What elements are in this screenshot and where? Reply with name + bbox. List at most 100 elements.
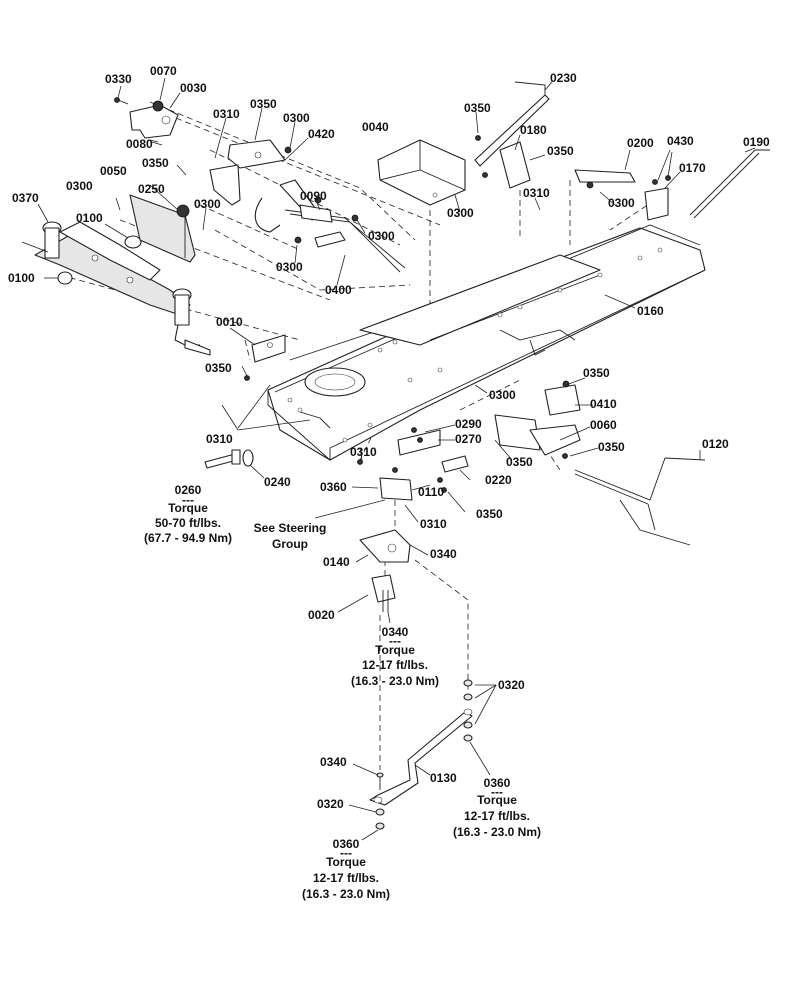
callout-0250: 0250 (138, 182, 165, 196)
callout-0300: 0300 (608, 196, 635, 210)
steering-plate (359, 529, 411, 612)
callout-0400: 0400 (325, 283, 352, 297)
callout-0190: 0190 (743, 135, 770, 149)
bumper-plate (129, 194, 196, 263)
note-metric: (16.3 - 23.0 Nm) (453, 825, 541, 839)
note-metric: (67.7 - 94.9 Nm) (144, 531, 232, 545)
rear-linkage (574, 149, 770, 221)
callout-0010: 0010 (216, 315, 243, 329)
note-separator: --- (182, 493, 194, 507)
see-steering-note: See Steering Group (254, 521, 327, 551)
callout-0340: 0340 (320, 755, 347, 769)
steering-support (357, 427, 469, 501)
callout-0240: 0240 (264, 475, 291, 489)
callout-0300: 0300 (283, 111, 310, 125)
front-bracket (244, 334, 286, 381)
note-label: Torque (477, 793, 517, 807)
pedal-linkage (209, 139, 406, 273)
callout-0090: 0090 (300, 189, 327, 203)
callout-0200: 0200 (627, 136, 654, 150)
note-separator: --- (389, 634, 401, 648)
note-number: 0260 (175, 483, 202, 497)
note-number: 0360 (333, 837, 360, 851)
callout-0020: 0020 (308, 608, 335, 622)
lift-lever (474, 81, 550, 189)
torque-note-0260: 0260 --- Torque 50-70 ft/lbs. (67.7 - 94… (144, 483, 232, 545)
front-axle (21, 221, 211, 356)
note-label: Torque (326, 855, 366, 869)
callout-0310: 0310 (420, 517, 447, 531)
torque-note-0340: 0340 --- Torque 12-17 ft/lbs. (16.3 - 23… (351, 625, 439, 688)
note-metric: (16.3 - 23.0 Nm) (351, 674, 439, 688)
callout-0300: 0300 (447, 206, 474, 220)
callout-0340: 0340 (430, 547, 457, 561)
callout-0290: 0290 (455, 417, 482, 431)
note-value: 50-70 ft/lbs. (155, 516, 221, 530)
callout-0310: 0310 (350, 445, 377, 459)
callout-0030: 0030 (180, 81, 207, 95)
callout-0130: 0130 (430, 771, 457, 785)
note-value: 12-17 ft/lbs. (313, 871, 379, 885)
callout-0040: 0040 (362, 120, 389, 134)
callout-0310: 0310 (213, 107, 240, 121)
callout-0300: 0300 (66, 179, 93, 193)
callout-0180: 0180 (520, 123, 547, 137)
callout-0350: 0350 (598, 440, 625, 454)
note-number: 0360 (484, 776, 511, 790)
callout-0170: 0170 (679, 161, 706, 175)
callout-0350: 0350 (464, 101, 491, 115)
callout-0430: 0430 (667, 134, 694, 148)
callout-0420: 0420 (308, 127, 335, 141)
callout-0080: 0080 (126, 137, 153, 151)
note-separator: --- (340, 846, 352, 860)
callout-0350: 0350 (250, 97, 277, 111)
note-label: Torque (168, 501, 208, 515)
see-steering-line1: See Steering (254, 521, 327, 535)
seat-bracket (377, 139, 466, 206)
callout-0230: 0230 (550, 71, 577, 85)
callout-0220: 0220 (485, 473, 512, 487)
callout-0350: 0350 (506, 455, 533, 469)
callout-0060: 0060 (590, 418, 617, 432)
callout-0300: 0300 (489, 388, 516, 402)
callout-0320: 0320 (317, 797, 344, 811)
drag-link (369, 679, 473, 830)
callout-0140: 0140 (323, 555, 350, 569)
callout-0100: 0100 (8, 271, 35, 285)
callout-0050: 0050 (100, 164, 127, 178)
torque-note-0360-bottom: 0360 --- Torque 12-17 ft/lbs. (16.3 - 23… (302, 837, 390, 901)
note-value: 12-17 ft/lbs. (362, 658, 428, 672)
callout-0320: 0320 (498, 678, 525, 692)
callout-0300: 0300 (276, 260, 303, 274)
callout-0350: 0350 (205, 361, 232, 375)
main-frame (267, 224, 706, 461)
callout-0100: 0100 (76, 211, 103, 225)
callout-0300: 0300 (194, 197, 221, 211)
callout-0350: 0350 (476, 507, 503, 521)
callout-0270: 0270 (455, 432, 482, 446)
callout-0110: 0110 (418, 485, 444, 499)
callout-0300: 0300 (368, 229, 395, 243)
note-label: Torque (375, 643, 415, 657)
callout-0350: 0350 (142, 156, 169, 170)
pivot-bolt (204, 449, 254, 469)
lift-rod (574, 457, 706, 546)
callout-0310: 0310 (206, 432, 233, 446)
callout-0070: 0070 (150, 64, 177, 78)
callout-0350: 0350 (547, 144, 574, 158)
torque-note-0360-right: 0360 --- Torque 12-17 ft/lbs. (16.3 - 23… (453, 776, 541, 839)
right-bracket (494, 380, 581, 459)
note-metric: (16.3 - 23.0 Nm) (302, 887, 390, 901)
callout-0350: 0350 (583, 366, 610, 380)
note-number: 0340 (382, 625, 409, 639)
pivot-bracket (114, 97, 179, 146)
note-separator: --- (491, 785, 503, 799)
callout-labels: 0330 0070 0030 0080 0310 0350 0300 0420 … (8, 64, 770, 811)
callout-0410: 0410 (590, 397, 617, 411)
callout-0370: 0370 (12, 191, 39, 205)
leader-lines (37, 77, 756, 841)
note-value: 12-17 ft/lbs. (464, 809, 530, 823)
callout-0330: 0330 (105, 72, 132, 86)
callout-0310: 0310 (523, 186, 550, 200)
